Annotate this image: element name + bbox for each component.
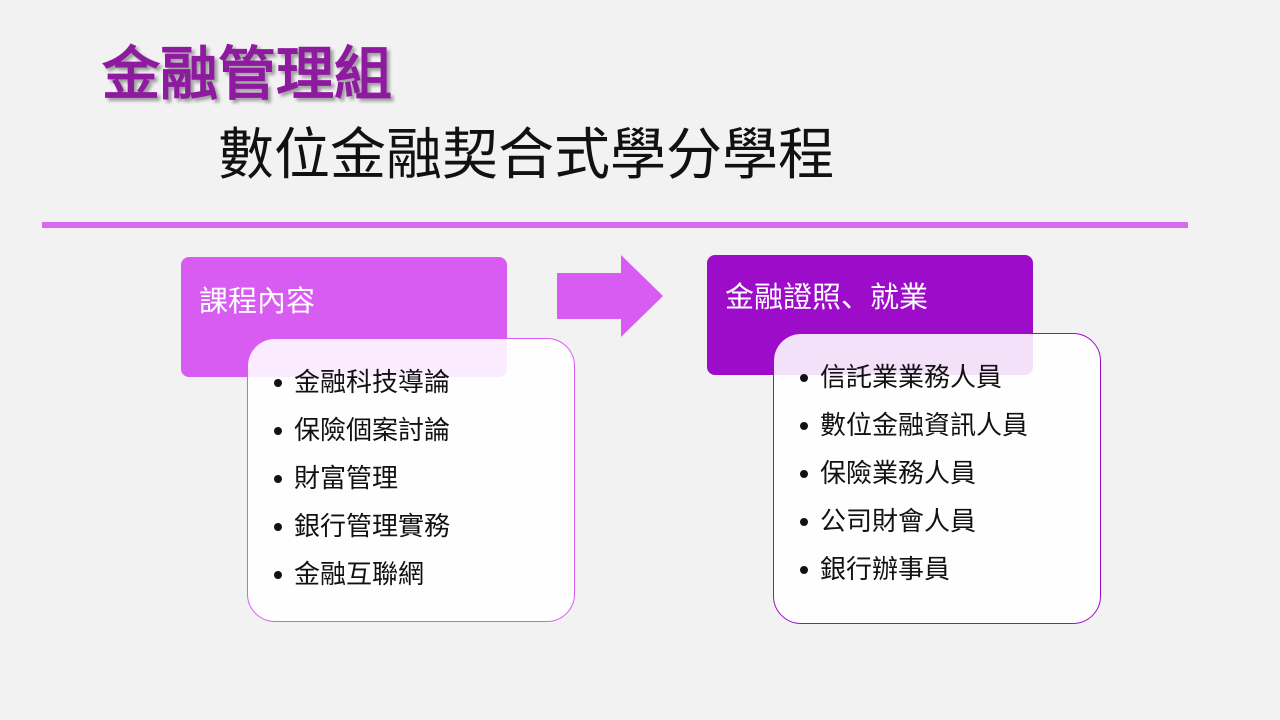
course-item: 保險個案討論 [248,413,574,461]
course-item-label: 金融科技導論 [294,368,451,398]
career-item-label: 數位金融資訊人員 [820,411,1029,441]
bullet-icon [274,475,282,483]
career-item: 保險業務人員 [774,456,1100,504]
career-item-label: 銀行辦事員 [820,555,951,585]
bullet-icon [800,470,808,478]
bullet-icon [274,427,282,435]
courses-list: 金融科技導論 保險個案討論 財富管理 銀行管理實務 金融互聯網 [247,338,575,622]
bullet-icon [274,571,282,579]
subtitle: 數位金融契合式學分學程 [218,123,834,188]
course-item-label: 銀行管理實務 [294,512,451,542]
course-item: 金融科技導論 [248,365,574,413]
courses-header-label: 課程內容 [199,284,316,318]
career-item: 數位金融資訊人員 [774,408,1100,456]
course-item: 銀行管理實務 [248,509,574,557]
bullet-icon [800,518,808,526]
career-item: 信託業業務人員 [774,360,1100,408]
career-item: 銀行辦事員 [774,552,1100,600]
bullet-icon [274,523,282,531]
course-item-label: 財富管理 [294,464,399,494]
bullet-icon [274,379,282,387]
careers-header-label: 金融證照、就業 [725,280,929,314]
career-item-label: 公司財會人員 [820,507,977,537]
right-arrow-icon [557,255,663,337]
course-item: 財富管理 [248,461,574,509]
bullet-icon [800,422,808,430]
course-item: 金融互聯網 [248,557,574,605]
career-item-label: 保險業務人員 [820,459,977,489]
career-item-label: 信託業業務人員 [820,363,1003,393]
course-item-label: 保險個案討論 [294,416,451,446]
main-title: 金融管理組 [102,40,393,108]
career-item: 公司財會人員 [774,504,1100,552]
careers-list: 信託業業務人員 數位金融資訊人員 保險業務人員 公司財會人員 銀行辦事員 [773,333,1101,624]
bullet-icon [800,566,808,574]
bullet-icon [800,374,808,382]
title-divider [42,222,1188,228]
course-item-label: 金融互聯網 [294,560,425,590]
